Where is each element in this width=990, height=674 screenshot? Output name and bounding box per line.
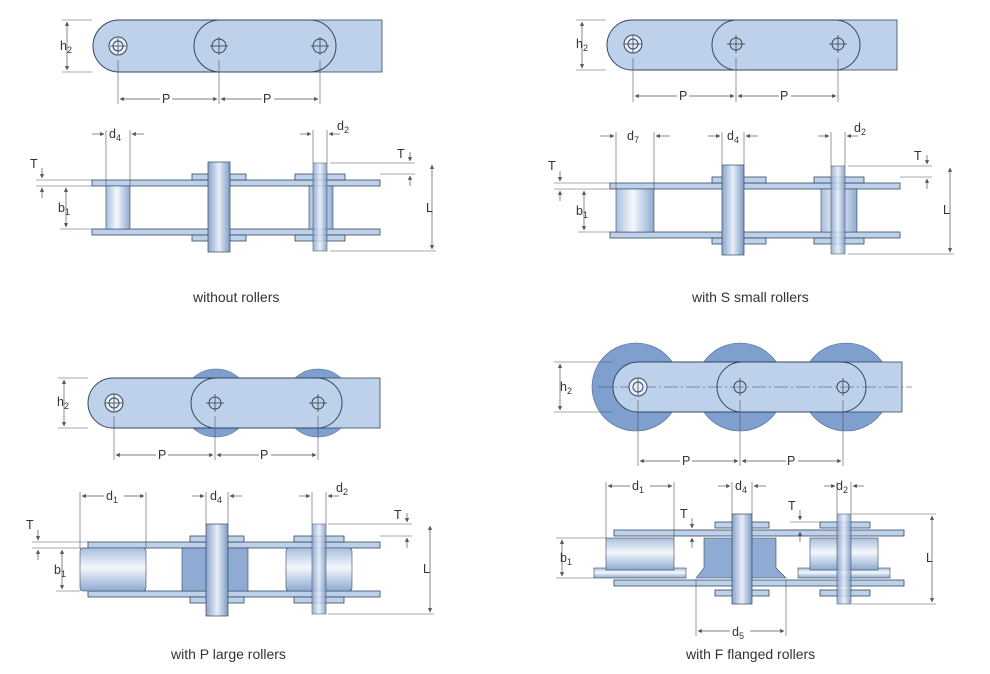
caption-large-rollers: with P large rollers [171,646,286,662]
label-pitch: P [682,454,690,468]
label-d2: d2 [336,481,348,497]
label-d4: d4 [735,479,747,495]
flanged-roller [593,537,687,579]
panel-without-rollers: h2 P P [30,19,436,253]
label-T: T [788,499,796,513]
label-pitch: P [780,89,788,103]
label-d4: d4 [210,489,222,505]
label-T: T [394,508,402,522]
label-T: T [30,157,38,171]
label-d4: d4 [727,129,739,145]
label-h2: h2 [60,39,72,55]
label-b1: b1 [560,551,572,567]
label-pitch: P [787,454,795,468]
label-pitch: P [158,448,166,462]
panel-small-rollers: h2 P P d7 [548,19,954,256]
caption-small-rollers: with S small rollers [692,289,809,305]
dim-h2: h2 [60,19,92,73]
side-view-small-rollers: d7 d4 d2 T b1 [548,121,954,256]
label-L: L [926,551,933,565]
side-view-large-rollers: d1 d4 d2 T b1 [26,481,434,617]
dim-pitch: P P [117,60,321,106]
label-b1: b1 [54,563,66,579]
label-b1: b1 [58,201,70,217]
label-T: T [680,507,688,521]
label-T: T [914,149,922,163]
label-pitch: P [162,92,170,106]
top-view-without-rollers: h2 P P [60,19,383,106]
label-h2: h2 [57,395,69,411]
panel-large-rollers: h2 P P d1 [26,368,434,617]
label-pitch: P [260,448,268,462]
label-d5: d5 [732,625,744,641]
label-d1: d1 [632,479,644,495]
label-d4: d4 [109,127,121,143]
caption-without-rollers: without rollers [193,289,280,305]
label-h2: h2 [560,380,572,396]
label-d2: d2 [337,119,349,135]
label-d7: d7 [627,129,639,145]
label-d2: d2 [836,479,848,495]
label-h2: h2 [576,37,588,53]
caption-flanged-rollers: with F flanged rollers [686,646,816,662]
label-b1: b1 [576,204,588,220]
label-d2: d2 [854,121,866,137]
top-view-flanged-rollers: h2 P P [554,342,912,468]
label-T: T [26,518,34,532]
label-T: T [548,159,556,173]
label-pitch: P [263,92,271,106]
label-d1: d1 [106,489,118,505]
label-L: L [426,201,433,215]
panel-flanged-rollers: h2 P P [554,342,936,641]
side-view-flanged-rollers: d1 d4 d2 T T [556,478,936,641]
label-pitch: P [679,89,687,103]
label-L: L [423,562,430,576]
top-view-small-rollers: h2 P P [576,19,898,103]
side-view-without-rollers: d4 d2 T b1 T L [30,119,436,253]
top-view-large-rollers: h2 P P [57,368,381,462]
label-T: T [397,147,405,161]
label-L: L [943,203,950,217]
